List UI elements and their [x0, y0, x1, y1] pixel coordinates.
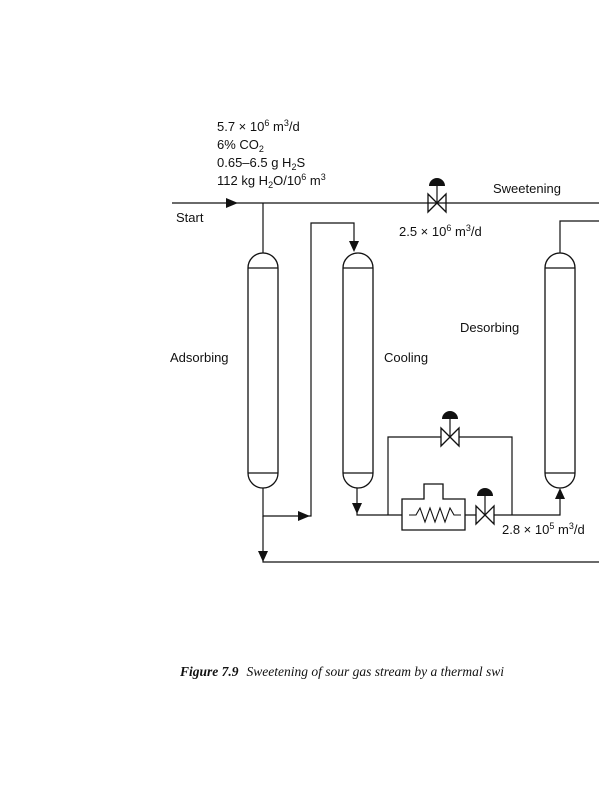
- main-flow-label: 2.5 × 106 m3/d: [399, 223, 482, 239]
- feed-h2s-label: 0.65–6.5 g H2S: [217, 155, 305, 172]
- heater: [401, 483, 466, 531]
- cooling-inlet-arrow: [349, 241, 359, 252]
- regen-control-valve: [475, 488, 495, 526]
- start-label: Start: [176, 210, 204, 225]
- feed-water-label: 112 kg H2O/106 m3: [217, 172, 326, 190]
- adsorber-outlet-arrow: [298, 511, 310, 521]
- desorber-inlet-arrow: [555, 488, 565, 499]
- desorbing-column: [544, 252, 576, 489]
- cooling-column: [342, 252, 374, 489]
- regen-flow-label: 2.8 × 105 m3/d: [502, 521, 585, 537]
- bypass-control-valve: [440, 411, 460, 448]
- feed-arrow: [226, 198, 238, 208]
- adsorbing-column: [247, 252, 279, 489]
- cooling-outlet-arrow: [352, 503, 362, 514]
- adsorber-outlet-line: [262, 222, 355, 517]
- cooling-label: Cooling: [384, 350, 428, 365]
- feed-co2-label: 6% CO2: [217, 137, 264, 154]
- cooling-outlet-line: [356, 488, 402, 516]
- feed-flow-label: 5.7 × 106 m3/d: [217, 118, 300, 134]
- figure-number: Figure 7.9: [180, 664, 239, 679]
- desorber-outlet-line: [559, 220, 599, 253]
- bottom-return-arrow: [258, 551, 268, 562]
- desorbing-label: Desorbing: [460, 320, 519, 335]
- figure-caption-text: Sweetening of sour gas stream by a therm…: [246, 664, 505, 679]
- figure-caption: Figure 7.9 Sweetening of sour gas stream …: [180, 664, 599, 680]
- adsorbing-label: Adsorbing: [170, 350, 229, 365]
- sweetening-label: Sweetening: [493, 181, 561, 196]
- top-control-valve: [427, 178, 447, 214]
